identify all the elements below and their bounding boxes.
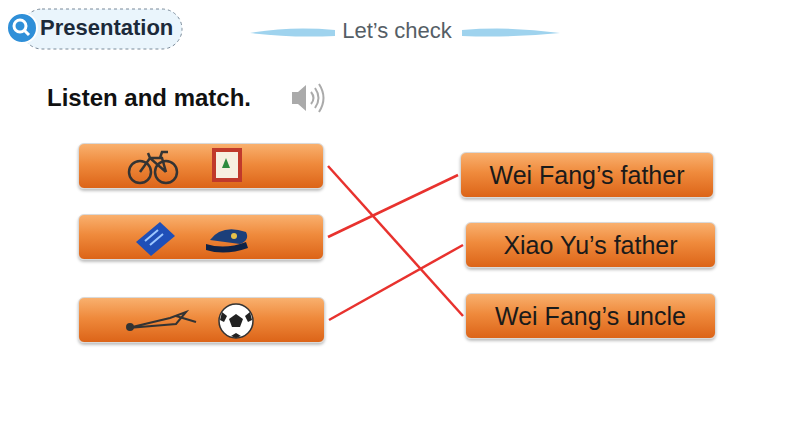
instruction: Listen and match. [47,84,251,112]
speaker-icon [292,84,324,112]
swoosh [462,29,560,37]
match-line [328,175,458,237]
answer-text: Xiao Yu’s father [503,231,677,260]
answer-box: Wei Fang’s uncle [465,293,716,339]
match-line [328,166,463,316]
answer-text: Wei Fang’s father [489,161,684,190]
answer-text: Wei Fang’s uncle [495,302,686,331]
answer-box: Wei Fang’s father [460,152,714,198]
picture-box [78,214,324,260]
badge-icon [7,13,37,43]
picture-box [78,297,325,343]
slide-title: Let’s check [342,18,452,44]
badge-icon [14,20,26,32]
badge-icon [24,30,29,35]
picture-box [78,143,324,189]
match-line [329,245,463,320]
swoosh [250,29,335,37]
badge-pill [22,9,182,49]
answer-box: Xiao Yu’s father [465,222,716,268]
section-badge: Presentation [40,15,173,41]
